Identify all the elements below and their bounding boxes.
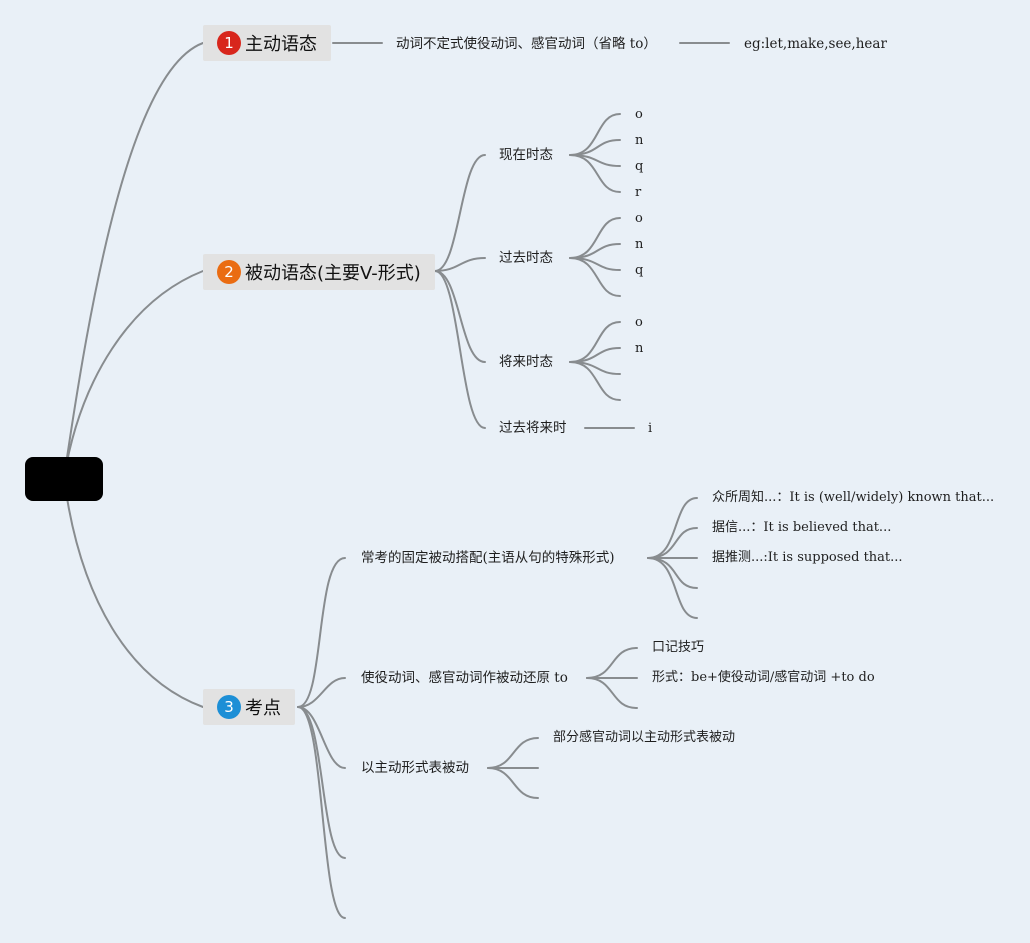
leaf-memory-tip[interactable]: 口记技巧 [652,640,705,655]
number-badge-1: 1 [217,31,241,55]
node-causative-passive[interactable]: 使役动词、感官动词作被动还原 to [361,670,568,686]
branch-test-points[interactable]: 3 考点 [203,689,295,725]
root-node[interactable] [25,457,103,501]
number-badge-2: 2 [217,260,241,284]
branch-passive-voice[interactable]: 2 被动语态(主要V-形式) [203,254,435,290]
node-past-future-tense[interactable]: 过去将来时 [499,420,567,436]
leaf-past-o[interactable]: o [635,211,643,226]
leaf-future-n[interactable]: n [635,341,644,356]
branch-label: 被动语态(主要V-形式) [245,263,421,284]
leaf-present-q[interactable]: q [635,159,644,174]
number-badge-3: 3 [217,695,241,719]
leaf-past-n[interactable]: n [635,237,644,252]
leaf-present-n[interactable]: n [635,133,644,148]
leaf-supposed[interactable]: 据推测...:It is supposed that... [712,550,903,565]
leaf-sensory-verbs[interactable]: 部分感官动词以主动形式表被动 [553,730,736,745]
leaf-future-o[interactable]: o [635,315,643,330]
leaf-past-future-i[interactable]: i [648,421,653,436]
branch-active-voice[interactable]: 1 主动语态 [203,25,331,61]
leaf-form[interactable]: 形式：be+使役动词/感官动词 +to do [652,670,875,685]
leaf-present-r[interactable]: r [635,185,642,200]
leaf-present-o[interactable]: o [635,107,643,122]
leaf-believed[interactable]: 据信...：It is believed that... [712,520,892,535]
leaf-well-known[interactable]: 众所周知...：It is (well/widely) known that..… [712,490,995,505]
node-active-example[interactable]: eg:let,make,see,hear [744,36,887,52]
branch-label: 主动语态 [245,34,317,55]
node-fixed-passive[interactable]: 常考的固定被动搭配(主语从句的特殊形式) [361,550,615,566]
leaf-past-q[interactable]: q [635,263,644,278]
node-active-form-passive[interactable]: 以主动形式表被动 [361,760,469,776]
node-present-tense[interactable]: 现在时态 [499,147,553,163]
branch-label: 考点 [245,698,281,719]
node-past-tense[interactable]: 过去时态 [499,250,553,266]
node-active-desc[interactable]: 动词不定式使役动词、感官动词（省略 to） [396,36,657,52]
node-future-tense[interactable]: 将来时态 [499,354,553,370]
